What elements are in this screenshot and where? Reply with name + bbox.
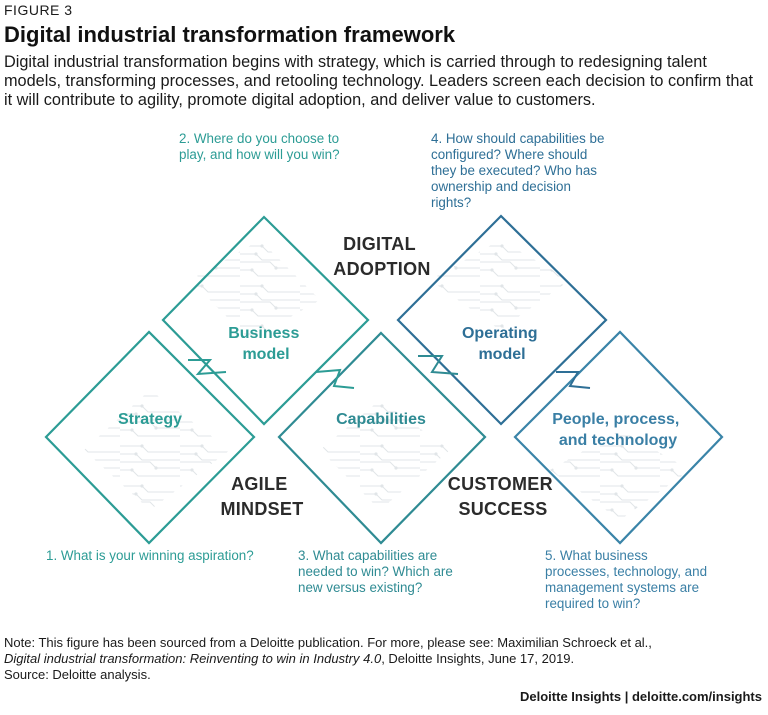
strategy-diamond [44, 330, 256, 545]
node-business-model: Business model [228, 325, 304, 363]
question-4: 4. How should capabilities be configured… [431, 131, 608, 210]
capabilities-texture [320, 400, 450, 510]
operating-model-diamond [396, 214, 608, 426]
connector-capabilities-operating [418, 355, 459, 375]
note-block: Note: This figure has been sourced from … [4, 635, 652, 683]
figure-label: FIGURE 3 [4, 2, 73, 18]
connector-strategy-business [188, 359, 227, 376]
node-strategy: Strategy [118, 411, 182, 428]
node-people-process-technology: People, process, and technology [552, 411, 684, 449]
question-5: 5. What business processes, technology, … [545, 548, 711, 611]
strategy-texture [84, 390, 230, 510]
business-model-diamond [161, 215, 370, 426]
operating-texture [430, 240, 570, 330]
note-citation-rest: , Deloitte Insights, June 17, 2019. [381, 651, 575, 666]
source-line: Source: Deloitte analysis. [4, 667, 151, 682]
theme-customer-success: CUSTOMER SUCCESS [448, 474, 558, 519]
footer-credit[interactable]: Deloitte Insights | deloitte.com/insight… [520, 689, 762, 704]
people-process-diamond [513, 330, 724, 545]
intro-paragraph: Digital industrial transformation begins… [4, 53, 754, 109]
page-title: Digital industrial transformation framew… [4, 22, 456, 47]
capabilities-diamond [277, 331, 487, 545]
theme-agile-mindset: AGILE MINDSET [220, 474, 303, 519]
note-citation-title: Digital industrial transformation: Reinv… [4, 651, 382, 666]
people-texture [550, 430, 690, 520]
node-capabilities: Capabilities [336, 411, 426, 428]
question-1: 1. What is your winning aspiration? [46, 548, 254, 563]
node-operating-model: Operating model [462, 325, 542, 363]
connector-business-capabilities [315, 368, 355, 389]
theme-digital-adoption: DIGITAL ADOPTION [333, 234, 430, 279]
note-line-2: Digital industrial transformation: Reinv… [4, 651, 652, 667]
question-3: 3. What capabilities are needed to win? … [298, 548, 457, 595]
business-texture [190, 240, 320, 340]
question-2: 2. Where do you choose to play, and how … [179, 131, 343, 162]
note-line-1: Note: This figure has been sourced from … [4, 635, 652, 650]
connector-operating-people [556, 371, 591, 389]
